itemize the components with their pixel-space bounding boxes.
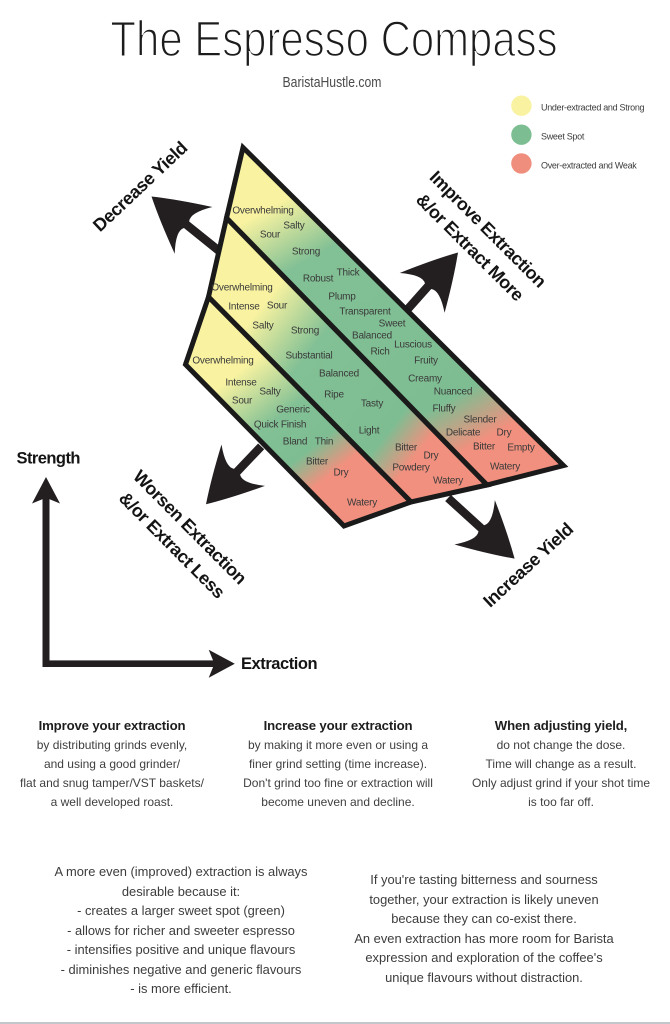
svg-text:Sour: Sour [232, 396, 253, 407]
svg-text:Sweet Spot: Sweet Spot [541, 132, 585, 142]
svg-text:Watery: Watery [347, 498, 377, 509]
svg-text:Watery: Watery [490, 462, 520, 473]
svg-text:Generic: Generic [276, 405, 310, 416]
svg-text:Salty: Salty [259, 387, 280, 398]
svg-text:Overwhelming: Overwhelming [211, 283, 272, 294]
svg-text:Dry: Dry [497, 428, 512, 439]
svg-text:Delicate: Delicate [446, 428, 481, 439]
svg-text:Bitter: Bitter [306, 457, 329, 468]
svg-text:Bitter: Bitter [473, 442, 496, 453]
svg-text:Fluffy: Fluffy [433, 404, 456, 415]
svg-text:Salty: Salty [283, 221, 304, 232]
svg-text:Dry: Dry [334, 468, 349, 479]
svg-text:Empty: Empty [507, 443, 534, 454]
svg-text:Powdery: Powdery [392, 463, 430, 474]
svg-text:Strength: Strength [17, 450, 81, 468]
svg-text:Sour: Sour [260, 230, 281, 241]
svg-text:Ripe: Ripe [324, 390, 344, 401]
svg-text:Thin: Thin [315, 437, 334, 448]
svg-text:Dry: Dry [424, 451, 439, 462]
svg-text:Sweet: Sweet [379, 319, 406, 330]
svg-text:Under-extracted and Strong: Under-extracted and Strong [541, 103, 645, 113]
svg-text:Balanced: Balanced [319, 369, 359, 380]
svg-text:Bitter: Bitter [395, 443, 418, 454]
svg-text:Rich: Rich [370, 347, 389, 358]
svg-text:Balanced: Balanced [352, 331, 392, 342]
svg-text:Plump: Plump [328, 292, 356, 303]
svg-text:Over-extracted and Weak: Over-extracted and Weak [541, 160, 637, 170]
svg-text:Watery: Watery [433, 476, 463, 487]
svg-text:Transparent: Transparent [339, 307, 391, 318]
svg-text:Salty: Salty [252, 321, 273, 332]
svg-text:Overwhelming: Overwhelming [192, 356, 253, 367]
svg-text:Robust: Robust [303, 274, 334, 285]
svg-text:Thick: Thick [337, 268, 361, 279]
svg-text:Quick Finish: Quick Finish [254, 420, 306, 431]
svg-text:Strong: Strong [292, 247, 320, 258]
svg-text:Overwhelming: Overwhelming [232, 206, 293, 217]
svg-text:Luscious: Luscious [394, 340, 432, 351]
svg-text:Tasty: Tasty [361, 399, 383, 410]
svg-text:Sour: Sour [267, 301, 288, 312]
svg-text:Bland: Bland [283, 437, 307, 448]
svg-text:Intense: Intense [225, 378, 257, 389]
svg-text:Strong: Strong [291, 326, 319, 337]
svg-text:Fruity: Fruity [414, 356, 438, 367]
svg-text:Creamy: Creamy [408, 374, 442, 385]
svg-text:Intense: Intense [228, 302, 260, 313]
svg-text:Slender: Slender [464, 415, 498, 426]
svg-text:Substantial: Substantial [285, 351, 332, 362]
svg-text:Extraction: Extraction [241, 655, 318, 673]
svg-text:Nuanced: Nuanced [434, 387, 473, 398]
svg-text:Light: Light [359, 426, 380, 437]
